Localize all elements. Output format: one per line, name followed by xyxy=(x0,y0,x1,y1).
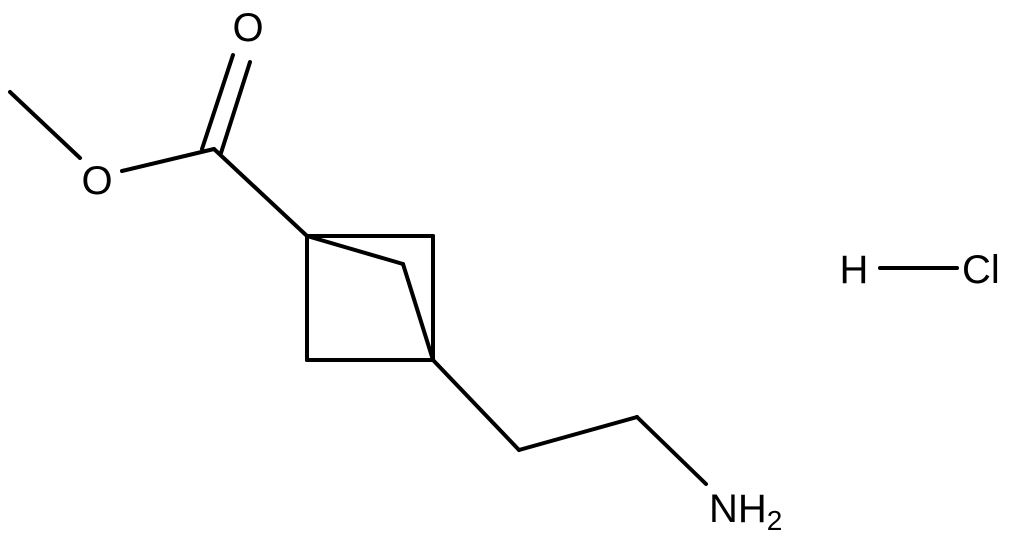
bond-ethyl-c1-to-c2 xyxy=(517,415,639,452)
atom-label-amine: NH2 xyxy=(709,487,782,536)
bond-ethyl-c2-to-nitrogen xyxy=(635,415,708,486)
bond-carbonyl-double-a xyxy=(200,53,235,151)
atom-label-chlorine: Cl xyxy=(962,248,1000,292)
amine-nitrogen-symbol: N xyxy=(709,487,738,531)
bond-carbonyl-carbon-to-bridgehead xyxy=(212,147,309,238)
bond-ester-oxygen-to-carbonyl-carbon xyxy=(120,147,216,173)
bond-carbonyl-double-b xyxy=(219,60,252,155)
atom-label-ester-oxygen: O xyxy=(81,159,112,203)
bond-bridgehead-to-ethyl-c1 xyxy=(431,358,521,452)
bond-cage-bridge-a xyxy=(305,234,405,266)
bond-cage-bridge-b xyxy=(401,262,435,362)
amine-hydrogen-count: 2 xyxy=(767,505,783,536)
amine-hydrogen-symbol: H xyxy=(738,487,767,531)
atom-label-hydrogen: H xyxy=(840,248,869,292)
atom-label-carbonyl-oxygen: O xyxy=(232,6,263,50)
bond-methyl-to-ester-oxygen xyxy=(8,90,82,160)
